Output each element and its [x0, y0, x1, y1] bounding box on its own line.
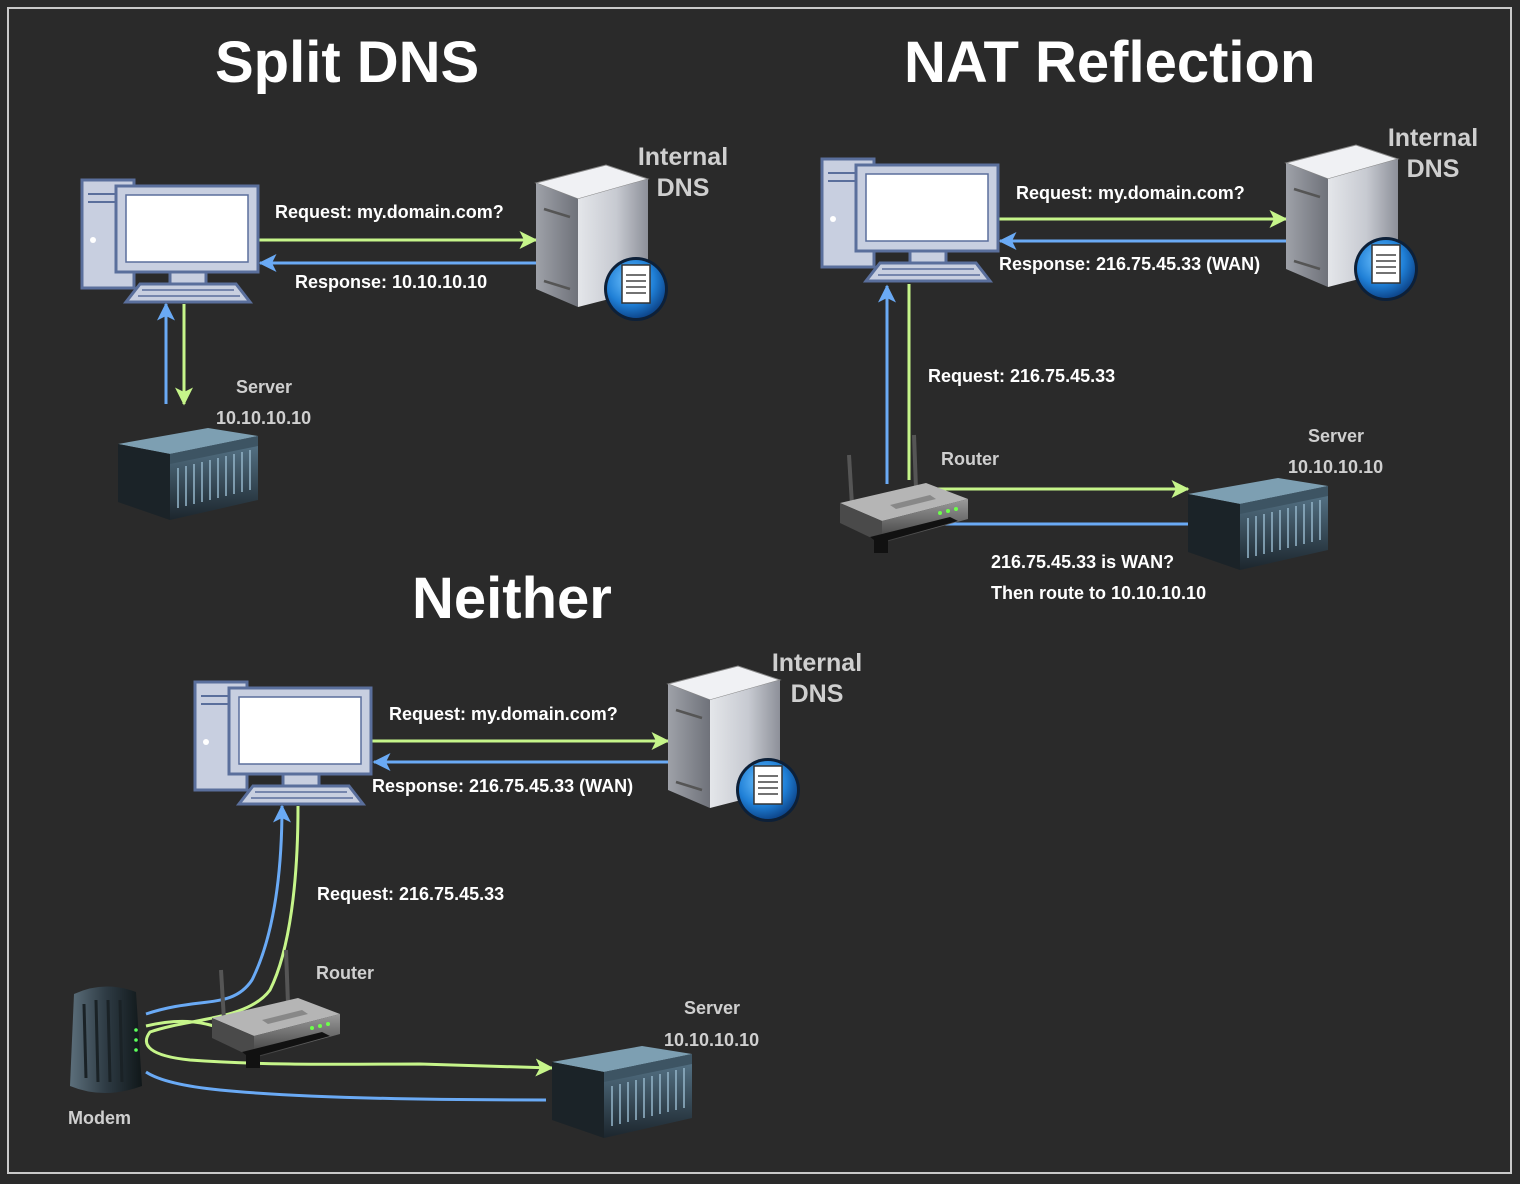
split-dns-title: Split DNS: [215, 30, 480, 95]
nat-server-label: Server: [1308, 426, 1365, 446]
nat-dns-label-line2: DNS: [1406, 155, 1460, 183]
nat-wan-request-label: Request: 216.75.45.33: [928, 366, 1116, 386]
nat-note-line2: Then route to 10.10.10.10: [991, 583, 1207, 603]
nat-server-ip: 10.10.10.10: [1288, 457, 1384, 477]
neither-client-to-modem-line: [144, 805, 554, 1077]
neither-wan-request-label: Request: 216.75.45.33: [317, 884, 505, 904]
split-request-label: Request: my.domain.com?: [275, 202, 504, 222]
neither-dns-label: Internal DNS: [760, 648, 874, 710]
split-server-label: Server: [236, 377, 293, 397]
neither-modem-router-link: [145, 1019, 215, 1028]
neither-modem-to-client-arrow: [145, 804, 291, 1016]
split-dns-label-line1: Internal: [637, 143, 729, 171]
nat-note-line1: 216.75.45.33 is WAN?: [991, 552, 1175, 572]
neither-modem-icon: [68, 984, 144, 1095]
nat-router-label: Router: [941, 449, 999, 469]
neither-dns-label-line2: DNS: [790, 680, 844, 708]
neither-title: Neither: [412, 566, 612, 631]
split-dns-label-line2: DNS: [656, 174, 710, 202]
nat-dns-label-line1: Internal: [1387, 124, 1479, 152]
neither-request-label: Request: my.domain.com?: [389, 704, 618, 724]
neither-server-to-modem-line: [145, 1070, 547, 1102]
nat-dns-label: Internal DNS: [1376, 123, 1490, 185]
nat-rack-server-icon: [1187, 477, 1329, 571]
diagram-frame: [7, 7, 1512, 1174]
neither-server-label: Server: [684, 998, 741, 1018]
split-dns-label: Internal DNS: [626, 142, 740, 204]
nat-response-label: Response: 216.75.45.33 (WAN): [999, 254, 1261, 274]
neither-response-label: Response: 216.75.45.33 (WAN): [372, 776, 634, 796]
neither-dns-label-line1: Internal: [771, 649, 863, 677]
nat-client-computer-icon: [820, 157, 1000, 283]
split-response-label: Response: 10.10.10.10: [295, 272, 488, 292]
neither-server-ip: 10.10.10.10: [664, 1030, 760, 1050]
neither-router-label: Router: [316, 963, 374, 983]
split-rack-server-icon: [117, 427, 259, 521]
split-client-computer-icon: [80, 178, 260, 304]
neither-modem-label: Modem: [68, 1108, 131, 1128]
nat-reflection-title: NAT Reflection: [904, 30, 1316, 95]
neither-client-computer-icon: [193, 680, 373, 806]
neither-rack-server-icon: [551, 1045, 693, 1139]
nat-request-label: Request: my.domain.com?: [1016, 183, 1245, 203]
split-server-ip: 10.10.10.10: [216, 408, 312, 428]
